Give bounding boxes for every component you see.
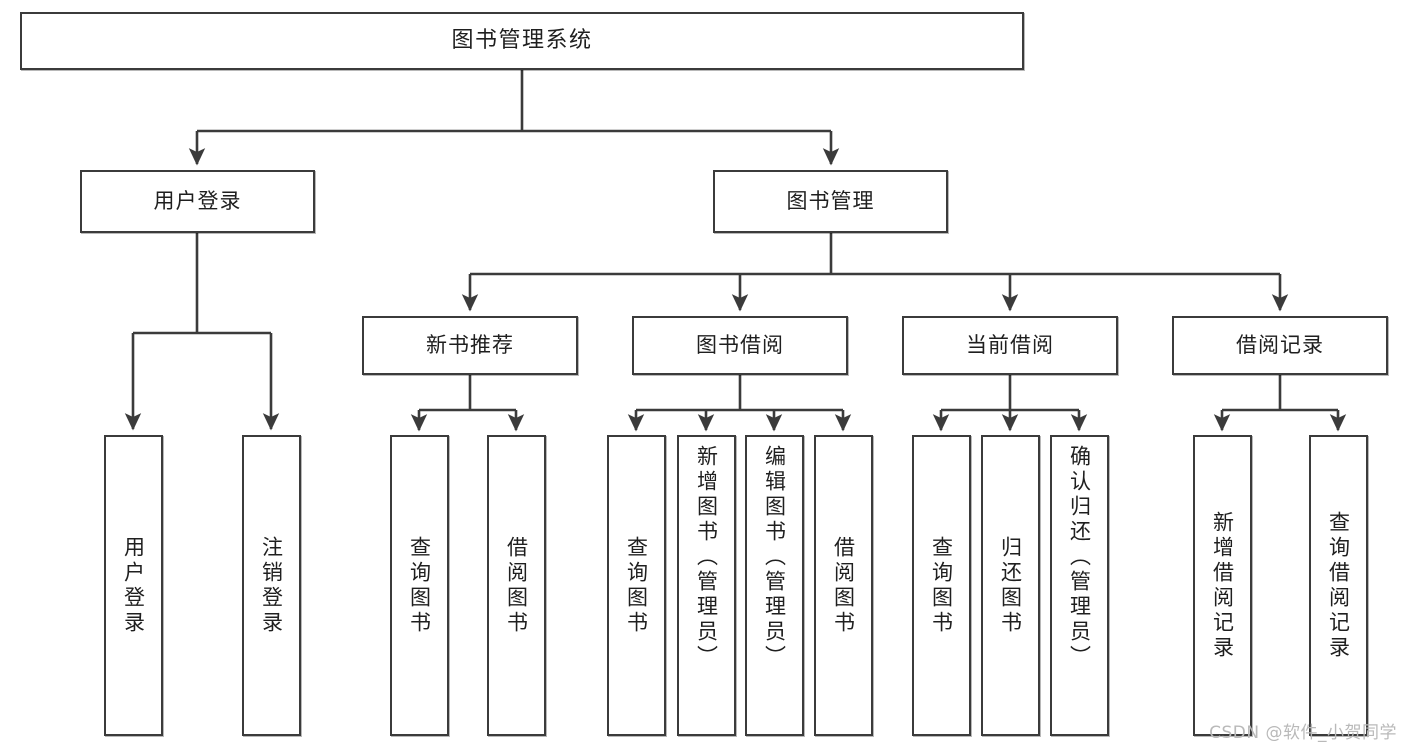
node-leaf-logout-label: 注销登录: [259, 535, 284, 636]
node-user-login[interactable]: 用户登录: [80, 170, 315, 233]
node-leaf-add-borrow-record[interactable]: 新增借阅记录: [1193, 435, 1252, 736]
node-leaf-query-book-3[interactable]: 查询图书: [912, 435, 971, 736]
node-leaf-borrow-book-1[interactable]: 借阅图书: [487, 435, 546, 736]
node-leaf-query-book-1[interactable]: 查询图书: [390, 435, 449, 736]
node-leaf-borrow-book-2[interactable]: 借阅图书: [814, 435, 873, 736]
node-leaf-add-book-admin-label: 新增图书（管理员）: [694, 445, 719, 670]
node-root-label: 图书管理系统: [451, 28, 593, 54]
node-root[interactable]: 图书管理系统: [20, 12, 1024, 70]
node-leaf-confirm-return-admin-label: 确认归还（管理员）: [1067, 445, 1092, 670]
node-leaf-query-borrow-record[interactable]: 查询借阅记录: [1309, 435, 1368, 736]
node-current-borrow[interactable]: 当前借阅: [902, 316, 1118, 375]
node-leaf-query-borrow-record-label: 查询借阅记录: [1326, 510, 1351, 661]
node-leaf-return-book[interactable]: 归还图书: [981, 435, 1040, 736]
node-current-borrow-label: 当前借阅: [966, 333, 1054, 358]
node-leaf-borrow-book-1-label: 借阅图书: [504, 535, 529, 636]
node-leaf-borrow-book-2-label: 借阅图书: [831, 535, 856, 636]
node-leaf-add-borrow-record-label: 新增借阅记录: [1210, 510, 1235, 661]
node-leaf-edit-book-admin-label: 编辑图书（管理员）: [762, 445, 787, 670]
node-book-manage[interactable]: 图书管理: [713, 170, 948, 233]
node-leaf-return-book-label: 归还图书: [998, 535, 1023, 636]
node-new-book-recommend-label: 新书推荐: [426, 333, 514, 358]
node-leaf-user-login[interactable]: 用户登录: [104, 435, 163, 736]
node-leaf-logout[interactable]: 注销登录: [242, 435, 301, 736]
node-book-borrow[interactable]: 图书借阅: [632, 316, 848, 375]
node-leaf-confirm-return-admin[interactable]: 确认归还（管理员）: [1050, 435, 1109, 736]
node-leaf-edit-book-admin[interactable]: 编辑图书（管理员）: [745, 435, 804, 736]
node-leaf-query-book-1-label: 查询图书: [407, 535, 432, 636]
node-new-book-recommend[interactable]: 新书推荐: [362, 316, 578, 375]
node-book-borrow-label: 图书借阅: [696, 333, 784, 358]
node-leaf-query-book-3-label: 查询图书: [929, 535, 954, 636]
node-user-login-label: 用户登录: [153, 189, 242, 214]
node-book-manage-label: 图书管理: [786, 189, 875, 214]
node-leaf-query-book-2[interactable]: 查询图书: [607, 435, 666, 736]
node-leaf-user-login-label: 用户登录: [121, 535, 146, 636]
csdn-watermark: CSDN @软件_小贺同学: [1209, 723, 1397, 743]
node-leaf-query-book-2-label: 查询图书: [624, 535, 649, 636]
node-borrow-record-label: 借阅记录: [1236, 333, 1324, 358]
node-leaf-add-book-admin[interactable]: 新增图书（管理员）: [677, 435, 736, 736]
node-borrow-record[interactable]: 借阅记录: [1172, 316, 1388, 375]
